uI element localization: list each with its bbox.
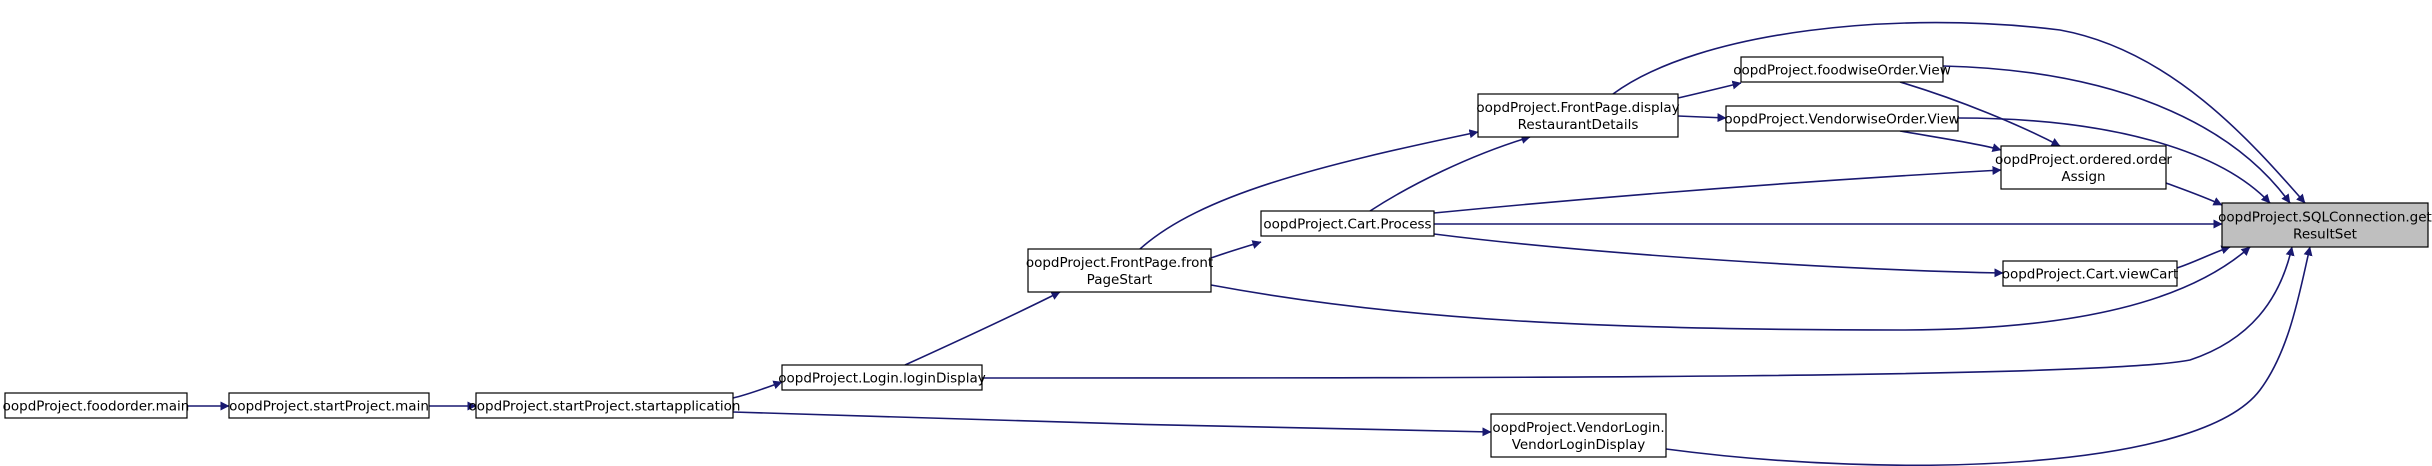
node-loginDisplay[interactable]: oopdProject.Login.loginDisplay — [778, 364, 986, 391]
edge-vendorwiseView-to-getResultSet — [1957, 117, 2271, 204]
edge-vendorwiseView-to-orderAssign — [1899, 130, 2002, 152]
node-box — [781, 364, 983, 391]
edge-frontPageStart-to-getResultSet — [1210, 246, 2251, 331]
edge-displayRest-to-getResultSet — [1612, 21, 2306, 204]
edge-foodwiseView-to-getResultSet — [1942, 65, 2291, 204]
edge-startApp-to-vendorLoginDisplay — [732, 411, 1492, 437]
node-vendorwiseView[interactable]: oopdProject.VendorwiseOrder.View — [1724, 105, 1960, 132]
node-box — [1740, 56, 1944, 83]
node-label-line: RestaurantDetails — [1518, 117, 1639, 133]
edge-orderAssign-to-getResultSet — [2165, 182, 2223, 206]
node-label-line: oopdProject.startProject.startapplicatio… — [469, 399, 741, 415]
node-label-line: Assign — [2061, 169, 2105, 185]
node-startApp[interactable]: oopdProject.startProject.startapplicatio… — [469, 392, 741, 419]
node-box — [1725, 105, 1959, 132]
edge-displayRest-to-foodwiseView — [1677, 80, 1742, 99]
node-label-line: oopdProject.Cart.viewCart — [2002, 267, 2179, 283]
edge-cartProcess-to-displayRest — [1369, 135, 1531, 212]
node-label-line: oopdProject.VendorwiseOrder.View — [1724, 112, 1959, 128]
nodes-layer: oopdProject.SQLConnection.getResultSetoo… — [3, 56, 2432, 458]
node-startProjectMain[interactable]: oopdProject.startProject.main — [228, 392, 430, 419]
edges-layer — [187, 21, 2313, 466]
edge-frontPageStart-to-displayRest — [1139, 129, 1479, 250]
node-label-line: oopdProject.startProject.main — [229, 399, 429, 415]
node-label-line: oopdProject.FrontPage.display — [1476, 100, 1679, 116]
node-label-line: oopdProject.foodorder.main — [3, 399, 190, 415]
node-foodwiseView[interactable]: oopdProject.foodwiseOrder.View — [1733, 56, 1951, 83]
node-box — [228, 392, 430, 419]
node-label-line: oopdProject.foodwiseOrder.View — [1733, 63, 1951, 79]
node-label-line: ResultSet — [2293, 227, 2357, 243]
edge-cartProcess-to-cartView — [1433, 233, 2004, 278]
edge-displayRest-to-vendorwiseView — [1677, 113, 1727, 123]
node-box — [1477, 93, 1679, 138]
edge-cartProcess-to-orderAssign — [1433, 165, 2002, 214]
node-label-line: oopdProject.FrontPage.front — [1026, 255, 1213, 271]
node-box — [2002, 260, 2178, 287]
node-label-line: PageStart — [1087, 272, 1153, 288]
node-box — [2000, 145, 2167, 190]
node-label-line: oopdProject.ordered.order — [1995, 152, 2172, 168]
edge-startApp-to-loginDisplay — [732, 380, 783, 399]
edge-foodwiseView-to-orderAssign — [1899, 81, 2061, 147]
node-box — [4, 392, 188, 419]
node-box — [1260, 210, 1435, 237]
node-box — [1027, 248, 1212, 293]
edge-vendorLoginDisplay-to-getResultSet — [1665, 246, 2313, 466]
node-label-line: oopdProject.Login.loginDisplay — [778, 371, 986, 387]
node-foodorderMain[interactable]: oopdProject.foodorder.main — [3, 392, 190, 419]
node-vendorLoginDisplay[interactable]: oopdProject.VendorLogin.VendorLoginDispl… — [1490, 413, 1667, 458]
edge-frontPageStart-to-cartProcess — [1210, 240, 1262, 259]
node-cartProcess[interactable]: oopdProject.Cart.Process — [1260, 210, 1435, 237]
edge-loginDisplay-to-frontPageStart — [904, 291, 1061, 366]
node-label-line: oopdProject.SQLConnection.get — [2218, 210, 2432, 226]
node-box — [2221, 202, 2429, 248]
edge-loginDisplay-to-getResultSet — [981, 246, 2295, 379]
node-cartView[interactable]: oopdProject.Cart.viewCart — [2002, 260, 2179, 287]
node-label-line: VendorLoginDisplay — [1512, 437, 1646, 453]
node-label-line: oopdProject.Cart.Process — [1263, 217, 1431, 233]
node-box — [1490, 413, 1667, 458]
node-box — [475, 392, 734, 419]
node-displayRest[interactable]: oopdProject.FrontPage.displayRestaurantD… — [1476, 93, 1680, 138]
edge-cartView-to-getResultSet — [2176, 245, 2231, 269]
node-label-line: oopdProject.VendorLogin. — [1492, 420, 1664, 436]
